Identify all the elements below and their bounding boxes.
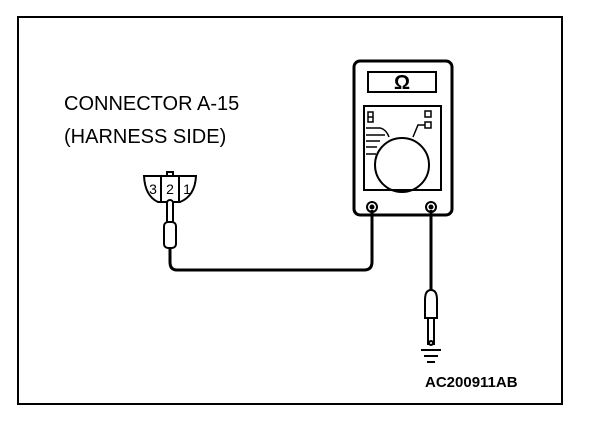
pin-label-1: 1 bbox=[183, 181, 191, 197]
meter-display-symbol: Ω bbox=[394, 72, 410, 94]
connector-label-line1: CONNECTOR A-15 bbox=[64, 93, 240, 115]
probe-icon bbox=[163, 199, 177, 249]
test-lead-left bbox=[168, 210, 374, 272]
pin-label-3: 3 bbox=[149, 181, 157, 197]
connector-icon bbox=[142, 171, 198, 203]
ground-probe-icon bbox=[424, 288, 438, 346]
ground-symbol-icon bbox=[421, 349, 441, 363]
figure-frame bbox=[17, 16, 563, 405]
connector-label-line2: (HARNESS SIDE) bbox=[64, 126, 227, 148]
pin-label-2: 2 bbox=[166, 181, 174, 197]
figure-id: AC200911AB bbox=[425, 374, 518, 391]
